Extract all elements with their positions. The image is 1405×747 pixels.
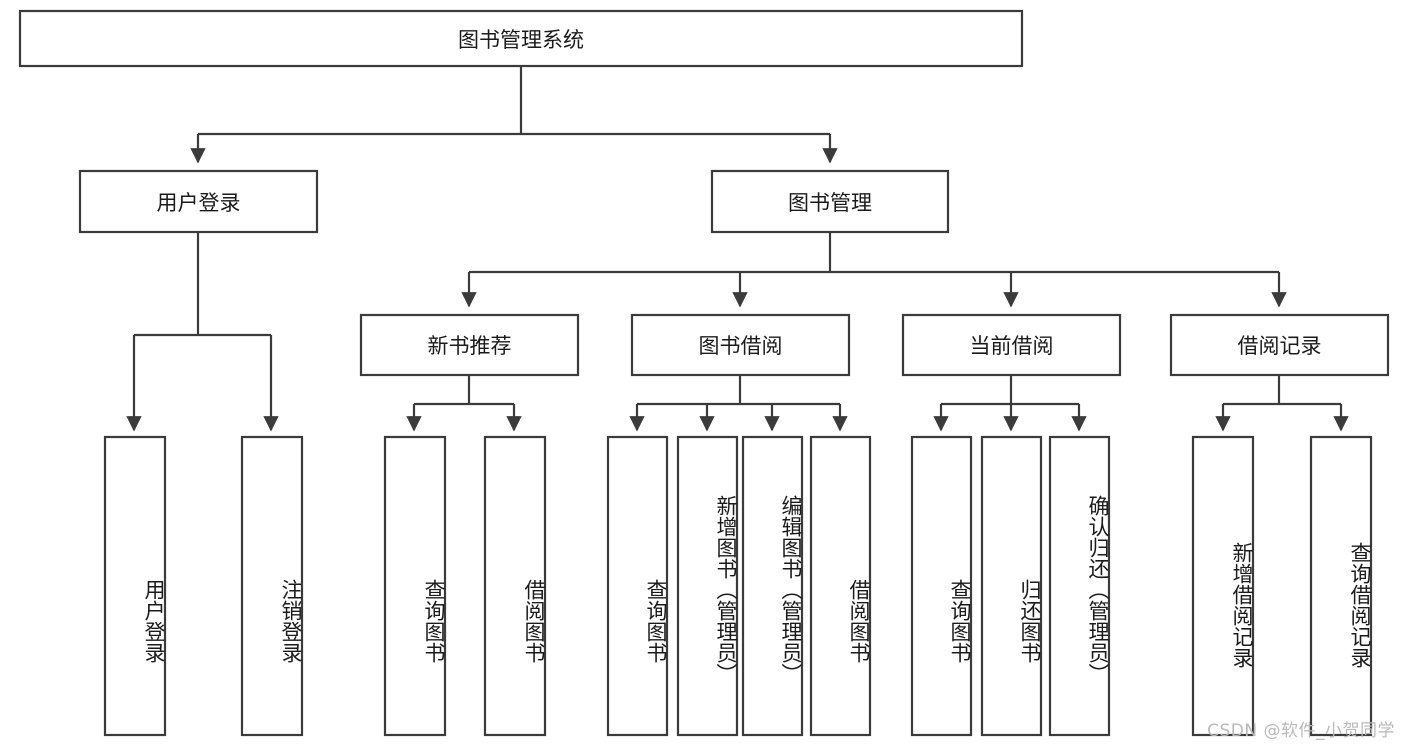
node-book-borrowing[interactable] — [630, 313, 851, 377]
node-user-login[interactable] — [78, 169, 319, 234]
watermark: CSDN @软件_小贺同学 — [1207, 721, 1395, 741]
leaf-newbook-borrow-book[interactable] — [483, 435, 547, 737]
leaf-user-login-logout[interactable] — [240, 435, 304, 737]
leaf-bookborrow-query-book[interactable] — [606, 435, 669, 737]
node-book-management[interactable] — [710, 169, 950, 234]
connector-currentborrow-to-leaves — [933, 375, 1087, 432]
connector-bookmgmt-to-level3 — [461, 232, 1287, 308]
leaf-currentborrow-confirm-return-admin[interactable] — [1048, 435, 1111, 737]
leaf-bookborrow-add-book-admin[interactable] — [676, 435, 739, 737]
leaf-user-login-signin[interactable] — [103, 435, 167, 737]
leaf-borrowrecord-add-record[interactable] — [1191, 435, 1255, 737]
node-root-book-management-system[interactable] — [18, 9, 1024, 68]
leaf-newbook-query-book[interactable] — [383, 435, 447, 737]
connector-newbook-to-leaves — [406, 375, 522, 432]
connector-borrowrecord-to-leaves — [1215, 375, 1349, 432]
node-new-book-recommendation[interactable] — [359, 313, 580, 377]
connector-root-to-level2 — [190, 66, 838, 164]
node-current-borrowing[interactable] — [901, 313, 1122, 377]
connector-bookborrow-to-leaves — [629, 375, 848, 432]
leaf-borrowrecord-query-record[interactable] — [1309, 435, 1373, 737]
node-borrowing-record[interactable] — [1169, 313, 1390, 377]
leaf-bookborrow-edit-book-admin[interactable] — [741, 435, 804, 737]
leaf-bookborrow-borrow-book[interactable] — [809, 435, 872, 737]
leaf-currentborrow-return-book[interactable] — [980, 435, 1043, 737]
leaf-currentborrow-query-book[interactable] — [910, 435, 973, 737]
connector-userlogin-to-leaves — [126, 232, 279, 432]
